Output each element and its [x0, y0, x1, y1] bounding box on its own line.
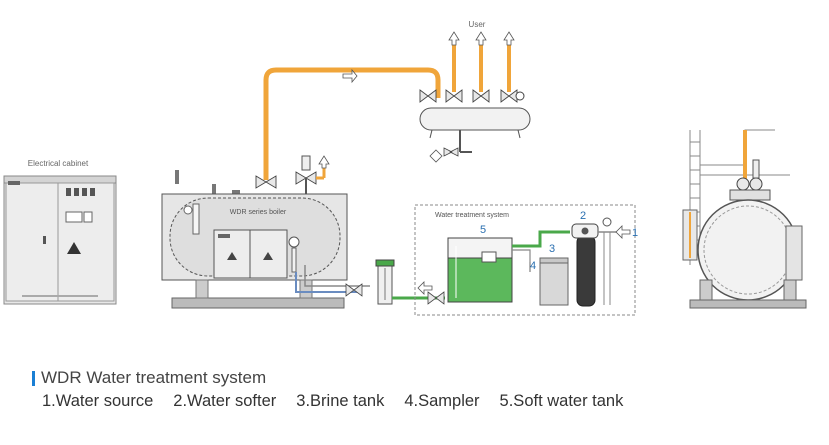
- number-3: 3: [549, 243, 555, 255]
- steam-pipe: [263, 67, 441, 180]
- up-arrow-icon: [448, 31, 460, 46]
- legend-item-water-softer: 2.Water softer: [173, 392, 277, 410]
- down-arrow-icon: [429, 149, 443, 163]
- steam-header: User: [419, 20, 531, 163]
- feed-water-line: [295, 259, 445, 305]
- flow-arrow-icon: [417, 281, 433, 295]
- water-treatment-label: Water treatment system: [435, 212, 509, 219]
- number-1: 1: [632, 227, 638, 239]
- caption-title-row: WDR Water treatment system: [32, 368, 812, 388]
- electrical-cabinet-label: Electrical cabinet: [28, 159, 89, 168]
- up-arrow-icon: [503, 31, 515, 46]
- legend-item-brine-tank: 3.Brine tank: [296, 392, 385, 410]
- caption: WDR Water treatment system 1.Water sourc…: [32, 368, 812, 411]
- legend-item-sampler: 4.Sampler: [404, 392, 480, 410]
- legend-item-water-source: 1.Water source: [42, 392, 154, 410]
- legend-list: 1.Water source 2.Water softer 3.Brine ta…: [42, 392, 812, 411]
- flow-arrow-icon: [342, 68, 358, 84]
- user-label: User: [469, 20, 486, 29]
- number-5: 5: [480, 224, 486, 236]
- water-treatment-system: Water treatment system 5 3 4 2 1: [414, 204, 638, 316]
- boiler: WDR series boiler: [161, 155, 348, 309]
- up-arrow-icon: [475, 31, 487, 46]
- electrical-cabinet: Electrical cabinet: [3, 159, 117, 305]
- number-4: 4: [530, 260, 536, 272]
- boiler-label: WDR series boiler: [230, 209, 287, 216]
- up-arrow-icon: [318, 155, 330, 169]
- caption-accent-bar: [32, 370, 35, 386]
- caption-title: WDR Water treatment system: [41, 368, 267, 387]
- number-2: 2: [580, 210, 586, 222]
- legend-item-soft-water-tank: 5.Soft water tank: [499, 392, 624, 410]
- boiler-side-view: [682, 129, 807, 309]
- inlet-arrow-icon: [615, 225, 631, 239]
